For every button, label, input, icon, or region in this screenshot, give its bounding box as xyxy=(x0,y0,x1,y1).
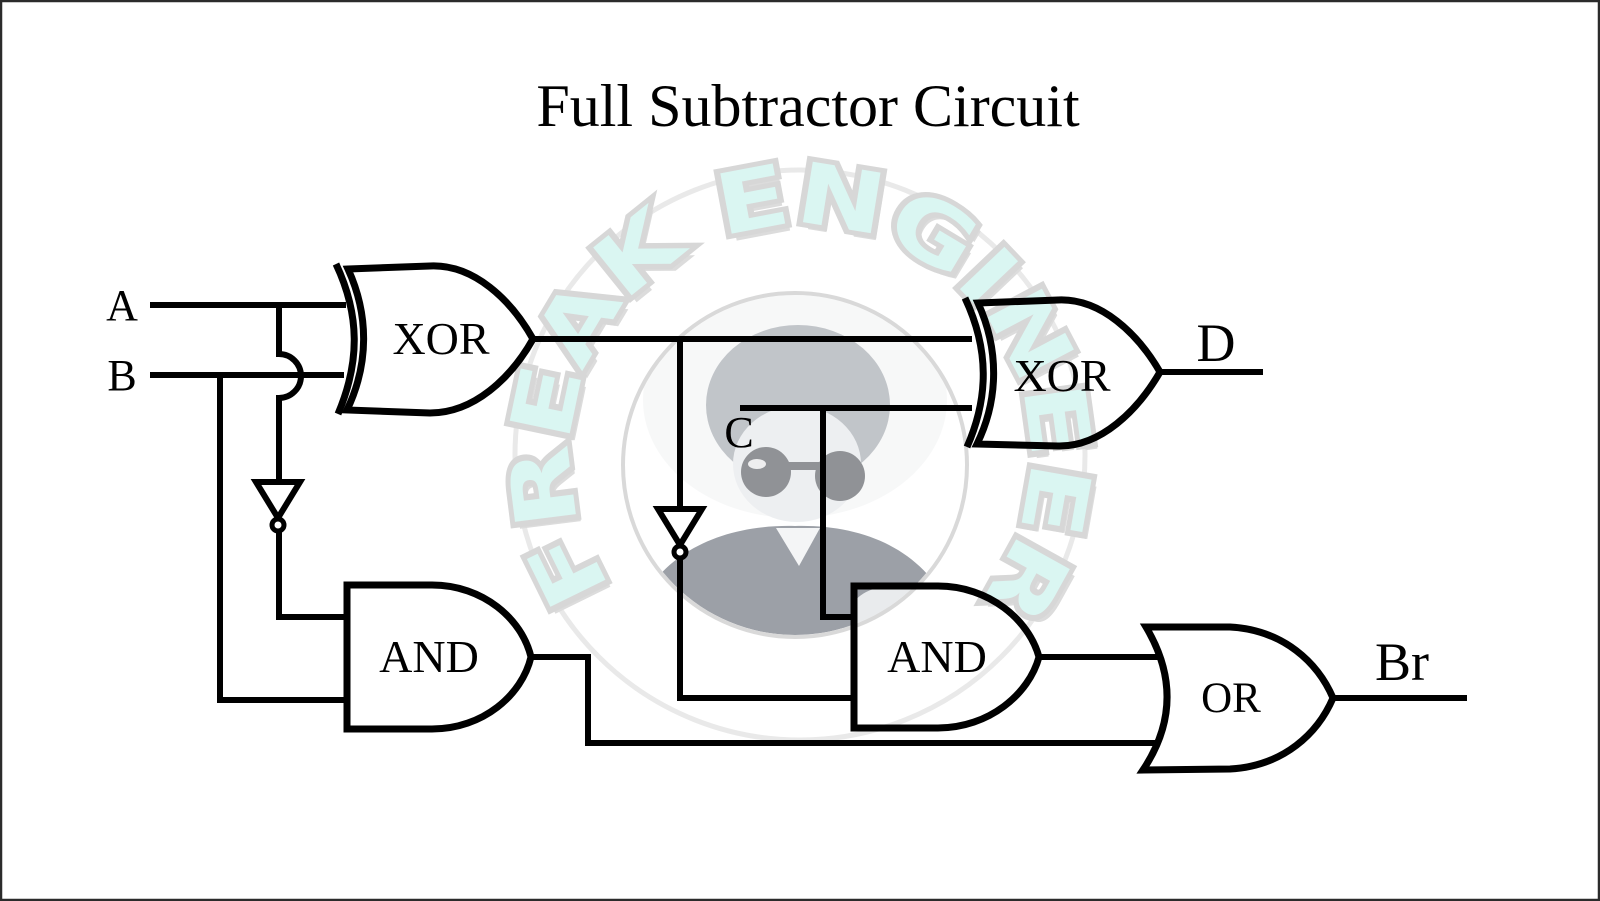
and2-gate xyxy=(850,582,1043,732)
photo-sunglasses-right xyxy=(815,451,865,501)
xor1-input-arc xyxy=(332,262,358,416)
circuit-layer: Full Subtractor Circuit A B C D Br XOR X… xyxy=(106,73,1467,774)
input-a-label: A xyxy=(106,281,138,330)
not1-gate xyxy=(250,479,306,524)
and2-gate-label: AND xyxy=(887,631,987,682)
input-b-label: B xyxy=(107,351,136,400)
not2-gate xyxy=(652,506,708,551)
photo-sunglasses-left xyxy=(741,447,791,497)
and1-gate-label: AND xyxy=(379,631,479,682)
xor1-gate-label: XOR xyxy=(392,313,489,364)
photo-lens-highlight xyxy=(748,459,766,469)
wire-not1-output xyxy=(276,531,344,620)
xor2-gate-label: XOR xyxy=(1013,350,1110,401)
output-br-label: Br xyxy=(1375,632,1429,692)
wire-b-branch xyxy=(217,375,344,703)
not1-bubble xyxy=(269,516,287,534)
wire-not2-output xyxy=(677,558,854,701)
watermark-outer-ring xyxy=(512,167,1088,743)
wire-a-branch-hop xyxy=(276,305,304,482)
watermark-photo-ring xyxy=(621,291,969,639)
xor1-gate xyxy=(341,262,538,417)
photo-collar xyxy=(776,528,820,566)
output-d-label: D xyxy=(1197,313,1236,373)
or-gate-label: OR xyxy=(1201,675,1261,722)
page-title: Full Subtractor Circuit xyxy=(536,73,1080,139)
wire-and1-output xyxy=(531,654,1170,746)
or-gate xyxy=(1136,623,1337,774)
labels: Full Subtractor Circuit A B C D Br XOR X… xyxy=(106,73,1429,722)
gates xyxy=(250,262,1337,774)
xor2-input-arc xyxy=(961,296,987,449)
xor2-gate xyxy=(971,296,1165,450)
and1-gate xyxy=(343,581,535,733)
